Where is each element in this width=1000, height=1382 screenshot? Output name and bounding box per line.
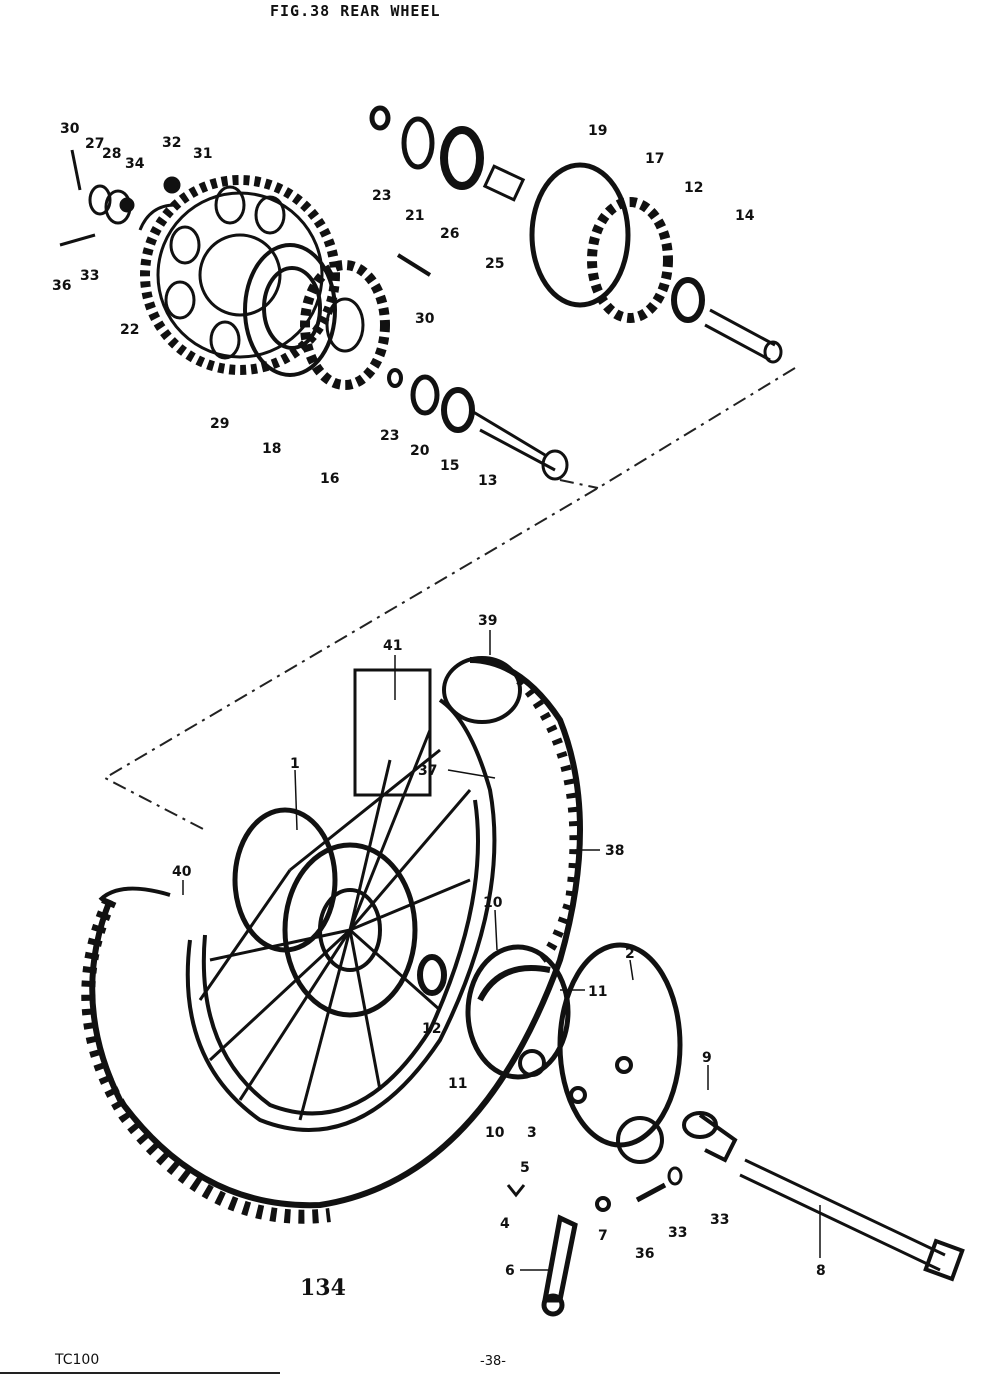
axle-and-lever: [506, 1111, 965, 1317]
spokes: [198, 729, 472, 1121]
hub-right-parts: [369, 105, 783, 364]
callout: 9: [702, 1050, 712, 1066]
callout: 17: [645, 151, 664, 167]
damper-16: [300, 260, 390, 390]
axle-spacer-parts: [387, 368, 569, 481]
callout: 18: [262, 441, 281, 457]
rim: [185, 698, 497, 1132]
callout-numbers: 30 27 28 34 36 33 32 31 22 29 18 16 23 2…: [52, 121, 826, 1279]
callout: 11: [448, 1076, 467, 1092]
callout: 26: [440, 226, 459, 242]
callout: 25: [485, 256, 504, 272]
callout: 7: [598, 1228, 608, 1244]
callout: 2: [625, 946, 635, 962]
callout: 21: [405, 208, 424, 224]
callout: 30: [415, 311, 435, 327]
callout: 12: [684, 180, 703, 196]
callout: 33: [668, 1225, 687, 1241]
callout: 22: [120, 322, 139, 338]
callout: 13: [478, 473, 497, 489]
callout: 5: [520, 1160, 530, 1176]
callout: 39: [478, 613, 497, 629]
tube-and-rimband: [98, 656, 522, 902]
adjuster-parts: [59, 149, 181, 247]
callout: 27: [85, 136, 104, 152]
callout: 29: [210, 416, 229, 432]
callout: 1: [290, 756, 300, 772]
assembly-guide-lines: [102, 367, 796, 831]
callout: 10: [485, 1125, 505, 1141]
callout: 16: [320, 471, 339, 487]
callout: 36: [635, 1246, 654, 1262]
footer-rule: [0, 1372, 280, 1374]
callout: 8: [816, 1263, 826, 1279]
callout: 10: [483, 895, 503, 911]
callout: 33: [710, 1212, 729, 1228]
callout: 23: [372, 188, 391, 204]
tire: [81, 657, 583, 1224]
callout: 11: [588, 984, 607, 1000]
sprocket: [140, 175, 340, 375]
callout: 12: [422, 1021, 441, 1037]
model-label: TC100: [55, 1352, 100, 1368]
callout: 6: [505, 1263, 515, 1279]
callout: 33: [80, 268, 99, 284]
page-number: -38-: [480, 1354, 506, 1369]
brake-assembly: [465, 942, 683, 1164]
callout: 23: [380, 428, 399, 444]
callout: 40: [172, 864, 192, 880]
callout: 37: [418, 763, 437, 779]
callout: 30: [60, 121, 80, 137]
callout: 34: [125, 156, 145, 172]
callout: 3: [527, 1125, 537, 1141]
callout: 15: [440, 458, 459, 474]
callout: 14: [735, 208, 755, 224]
callout: 38: [605, 843, 624, 859]
callout: 20: [410, 443, 430, 459]
leader-lines: [182, 630, 821, 1271]
callout: 28: [102, 146, 121, 162]
callout: 4: [500, 1216, 510, 1232]
callout: 36: [52, 278, 71, 294]
callout: 32: [162, 135, 181, 151]
callout: 41: [383, 638, 402, 654]
hub: [232, 807, 447, 1018]
callout: 19: [588, 123, 607, 139]
callout: 31: [193, 146, 212, 162]
sprocket-carrier: [243, 243, 337, 377]
figure-title: FIG.38 REAR WHEEL: [270, 2, 441, 20]
figure-number: 134: [300, 1275, 346, 1301]
